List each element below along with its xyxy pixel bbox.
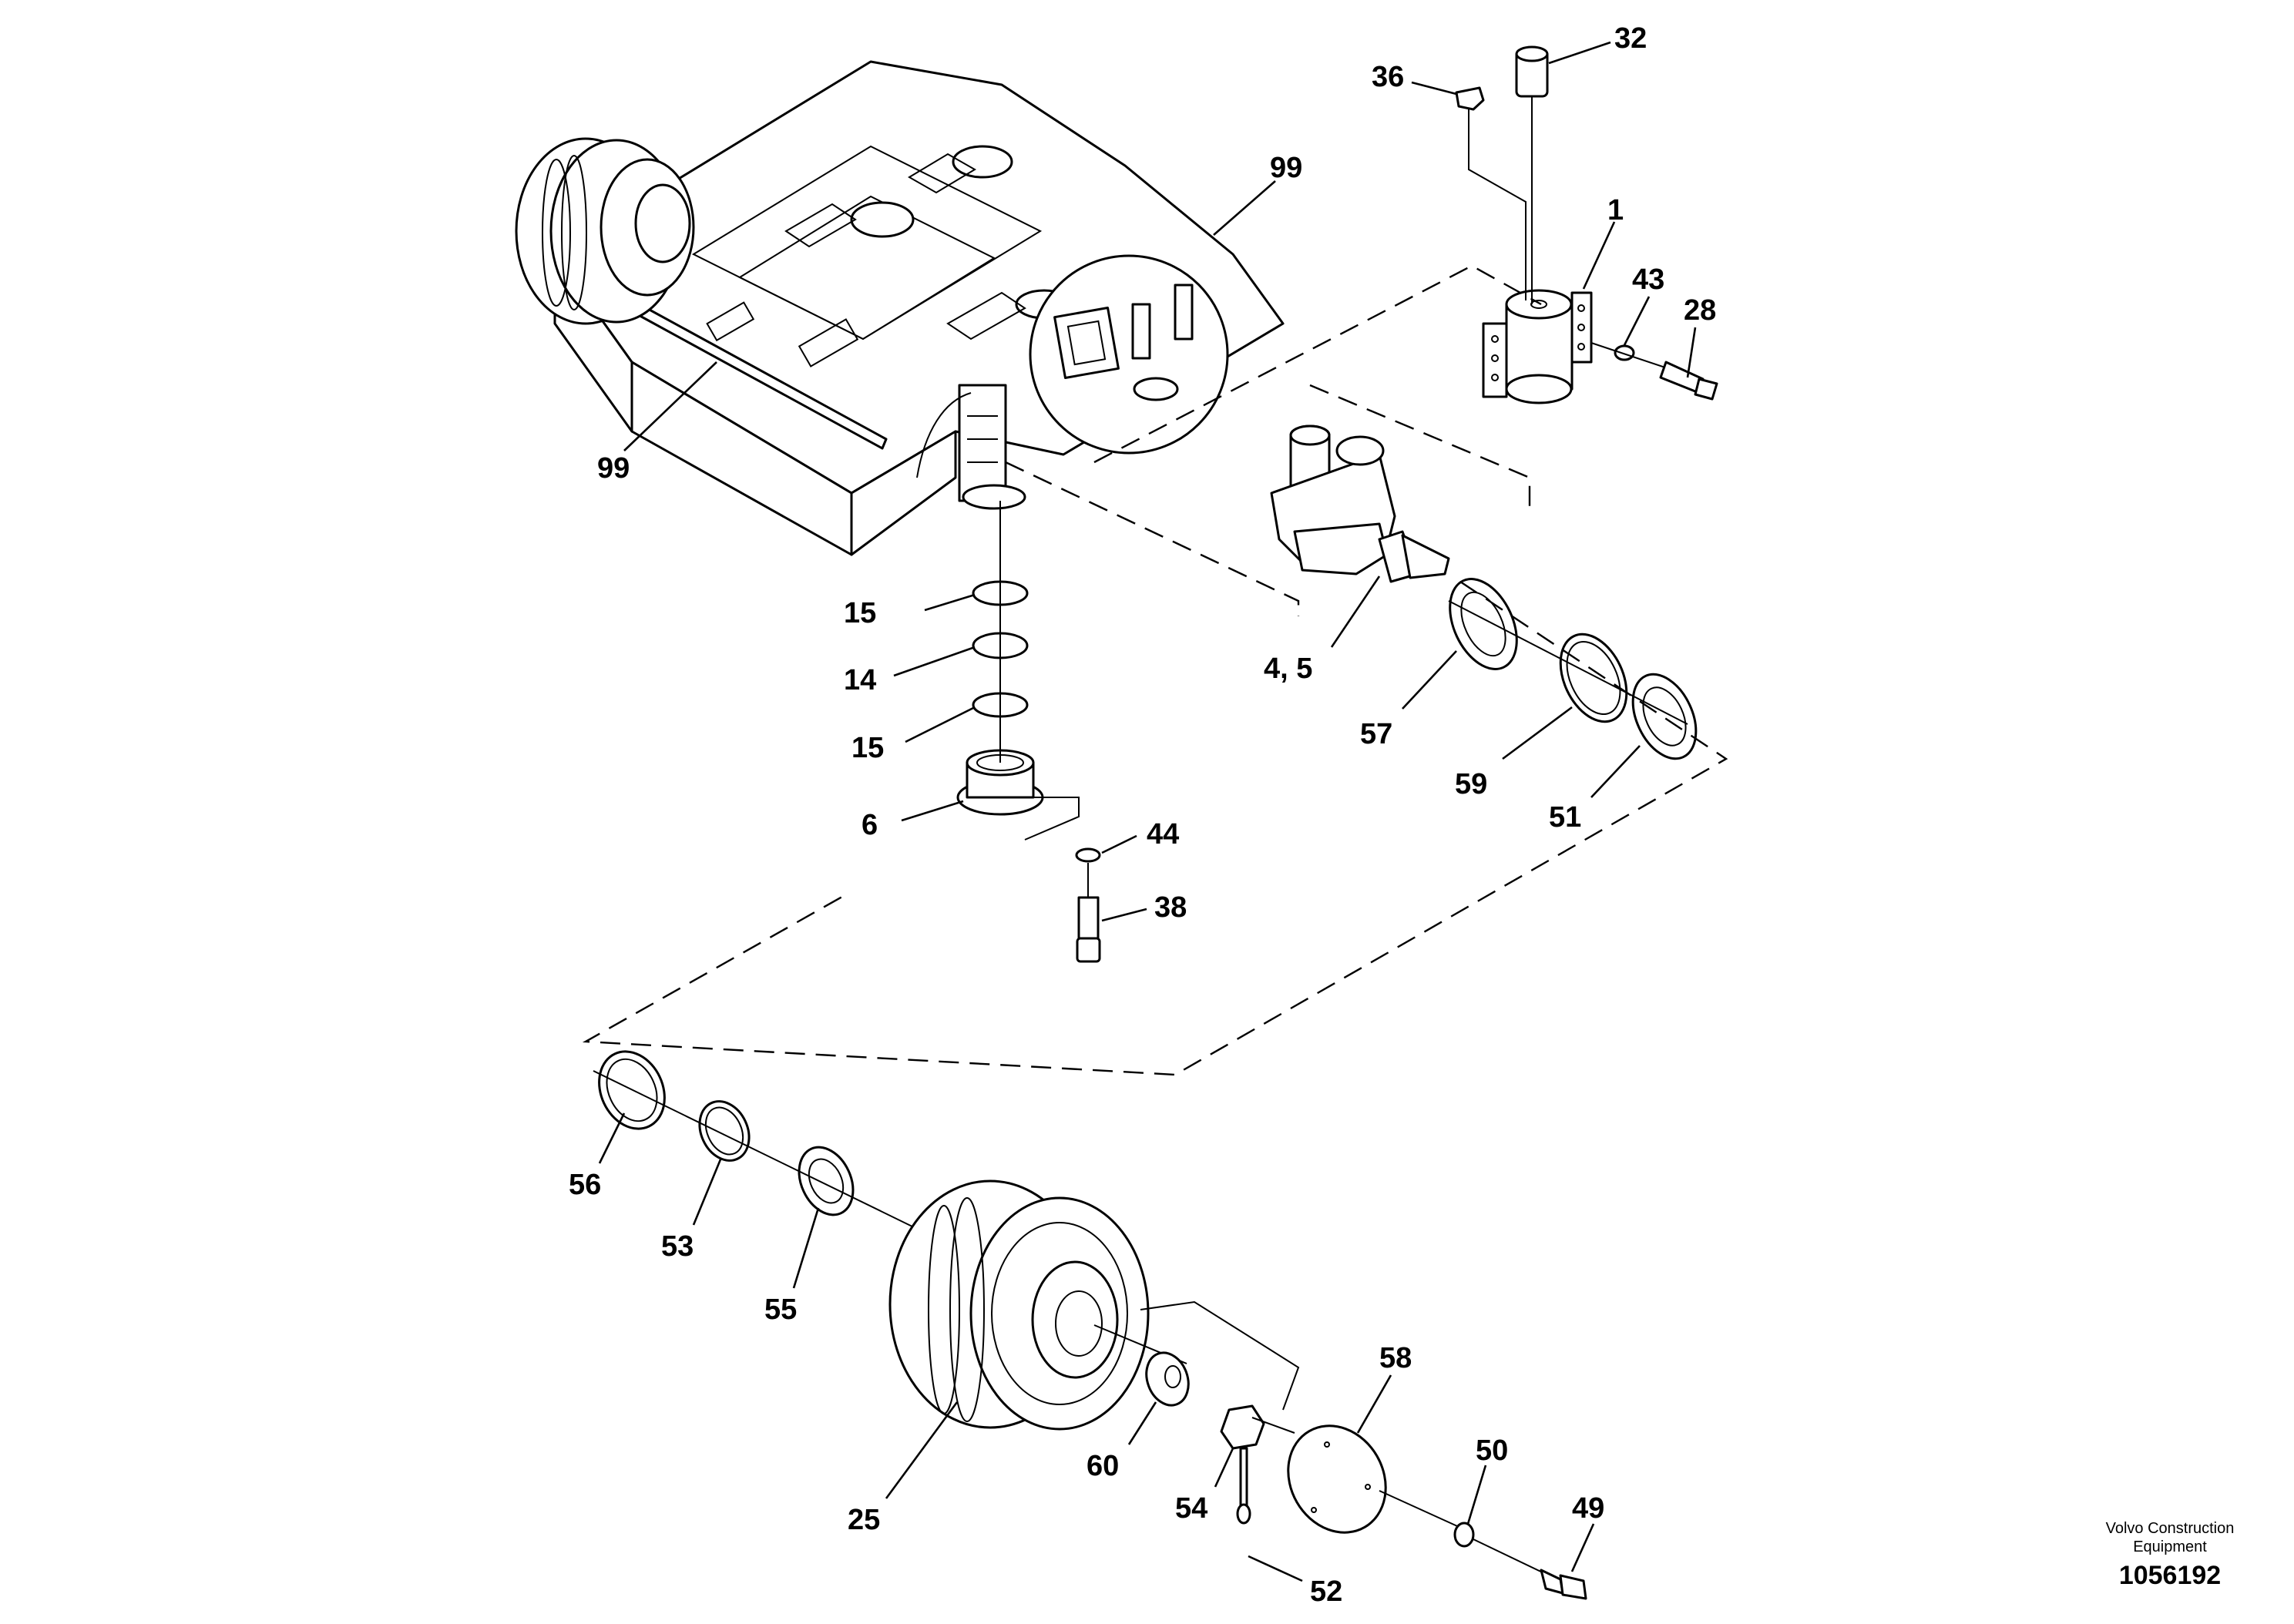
label-54: 54 xyxy=(1175,1492,1207,1525)
detail-magnifier xyxy=(1029,254,1229,455)
label-49: 49 xyxy=(1572,1492,1604,1525)
label-43: 43 xyxy=(1632,263,1664,296)
label-99-detail: 99 xyxy=(1270,152,1302,184)
label-51: 51 xyxy=(1549,801,1581,834)
undercarriage-frame xyxy=(515,60,1285,556)
seal-rings xyxy=(1448,578,1698,760)
grease-nipple xyxy=(1455,86,1527,300)
footer-block: Volvo Construction Equipment 1056192 xyxy=(2089,1519,2251,1591)
label-15-upper: 15 xyxy=(844,597,876,629)
label-6: 6 xyxy=(862,809,878,841)
post-rings xyxy=(956,501,1080,841)
label-58: 58 xyxy=(1379,1342,1412,1374)
label-55: 55 xyxy=(764,1293,797,1326)
label-32: 32 xyxy=(1614,22,1647,55)
manufacturer-line-2: Equipment xyxy=(2133,1538,2207,1555)
label-25: 25 xyxy=(848,1504,880,1536)
label-53: 53 xyxy=(661,1230,694,1263)
label-1: 1 xyxy=(1607,194,1624,226)
label-57: 57 xyxy=(1360,718,1392,750)
label-99-frame: 99 xyxy=(597,452,630,485)
label-28: 28 xyxy=(1684,294,1716,327)
leader-lines xyxy=(598,41,1697,1582)
label-56: 56 xyxy=(569,1169,601,1201)
label-60: 60 xyxy=(1087,1450,1119,1482)
label-44: 44 xyxy=(1147,818,1179,851)
label-38: 38 xyxy=(1154,891,1187,924)
front-wheel-group xyxy=(593,1050,1587,1600)
pin xyxy=(1515,45,1549,304)
rear-wheel xyxy=(515,137,695,325)
label-50: 50 xyxy=(1476,1434,1508,1467)
label-52: 52 xyxy=(1310,1575,1342,1608)
callout-labels: 99 99 36 32 1 43 28 15 14 15 6 44 38 4, … xyxy=(569,22,1716,1608)
label-36: 36 xyxy=(1372,61,1404,93)
swivel-housing xyxy=(1270,424,1450,583)
label-15-lower: 15 xyxy=(851,732,884,764)
label-59: 59 xyxy=(1455,768,1487,800)
label-4-5: 4, 5 xyxy=(1264,653,1312,685)
clamp-block xyxy=(1482,289,1593,404)
assembly-dash-lines xyxy=(582,264,1728,1076)
label-14: 14 xyxy=(844,664,876,696)
figure-number: 1056192 xyxy=(2118,1561,2222,1590)
washer-and-bolt xyxy=(1590,342,1718,401)
manufacturer-line-1: Volvo Construction xyxy=(2105,1520,2235,1537)
post-bolt xyxy=(1075,847,1101,963)
